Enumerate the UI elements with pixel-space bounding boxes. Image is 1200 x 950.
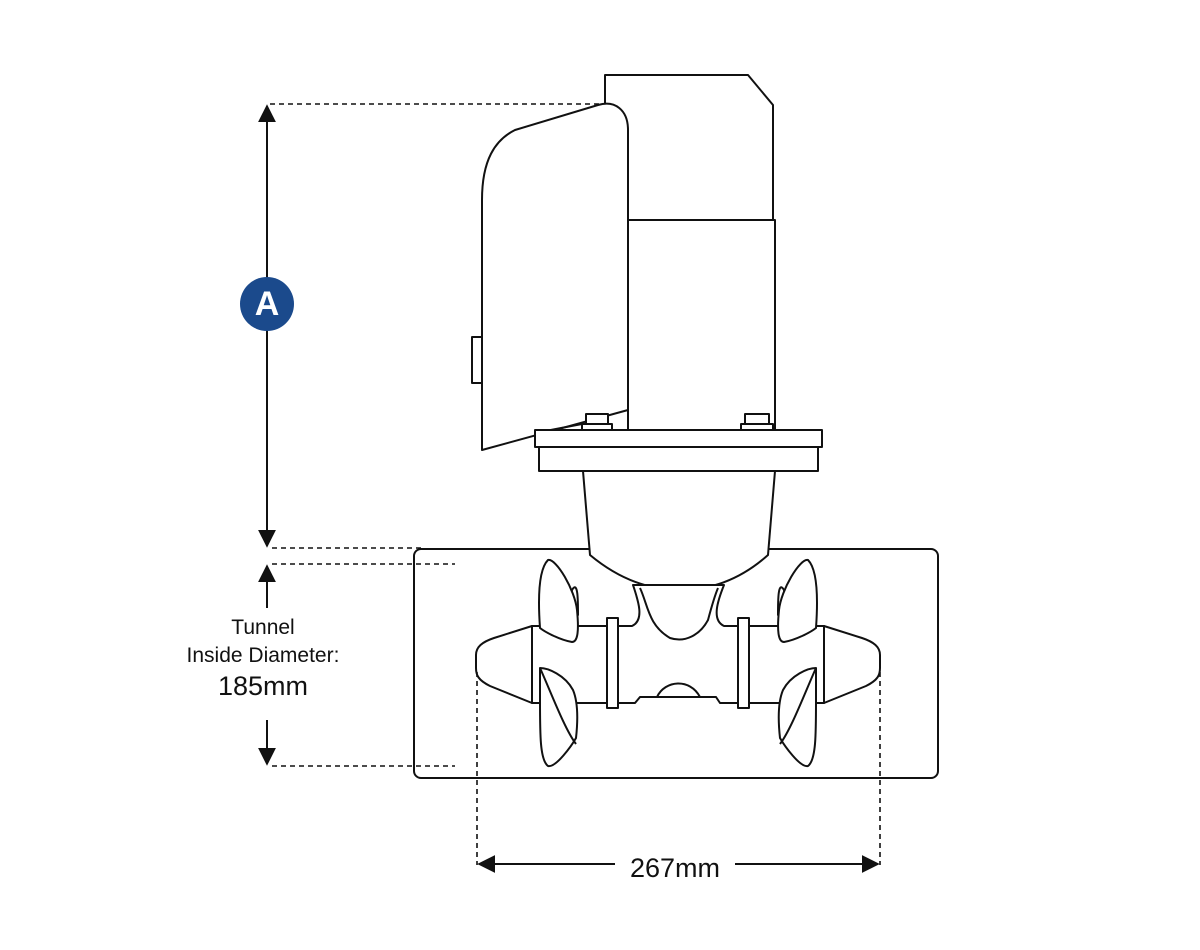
flange-plate <box>534 429 823 448</box>
cover-latch <box>471 336 483 384</box>
bolt <box>585 413 609 425</box>
collar <box>737 617 750 709</box>
dimension-a-badge: A <box>240 277 294 331</box>
collar <box>606 617 619 709</box>
motor-cover <box>481 102 629 451</box>
propeller-right <box>777 559 819 768</box>
overall-width-value: 267mm <box>629 853 721 883</box>
propeller-assembly <box>475 559 881 768</box>
motor <box>471 74 823 472</box>
bolt <box>744 413 770 425</box>
tunnel-diameter-value: 185mm <box>217 671 309 701</box>
tunnel-label-line2: Inside Diameter: <box>186 644 340 667</box>
tunnel-label-line1: Tunnel <box>231 616 295 639</box>
hub-cone-left <box>475 625 533 704</box>
hub-cone-right <box>823 625 881 704</box>
propeller-left <box>537 559 579 768</box>
